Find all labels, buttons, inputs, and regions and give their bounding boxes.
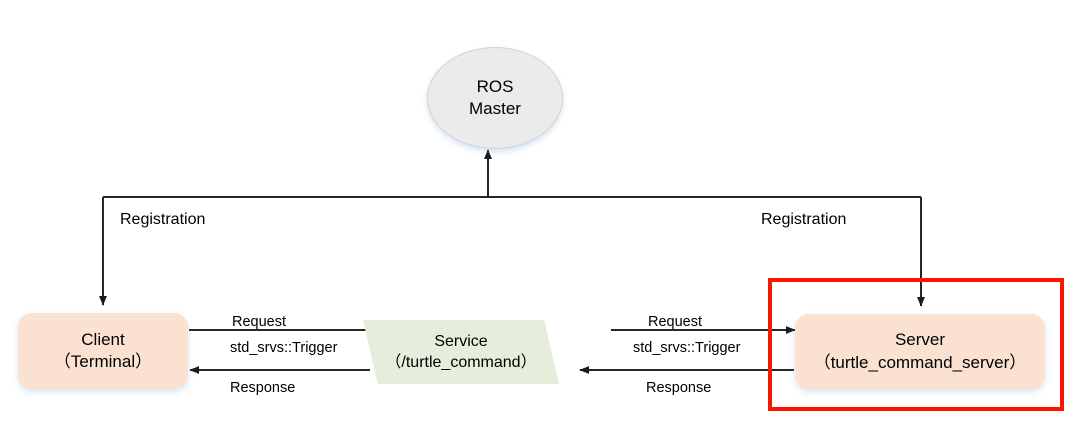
service-text: Service （/turtle_command） bbox=[363, 320, 559, 384]
service-line-1: Service bbox=[434, 332, 488, 350]
service-line-2: （/turtle_command） bbox=[385, 354, 537, 371]
node-service[interactable]: Service （/turtle_command） bbox=[363, 320, 559, 384]
ros-master-line-1: ROS bbox=[476, 76, 514, 96]
label-server-srv-type: std_srvs::Trigger bbox=[633, 340, 741, 356]
label-server-response: Response bbox=[646, 380, 712, 396]
label-client-srv-type: std_srvs::Trigger bbox=[230, 340, 338, 356]
node-ros-master[interactable]: ROS Master bbox=[427, 47, 563, 149]
server-highlight-box bbox=[768, 278, 1064, 411]
label-registration-left: Registration bbox=[120, 211, 206, 228]
node-server[interactable]: Server （turtle_command_server） bbox=[795, 314, 1045, 389]
client-line-1: Client bbox=[81, 329, 125, 349]
client-line-2: （Terminal） bbox=[53, 352, 153, 371]
label-client-request: Request bbox=[232, 314, 287, 330]
label-registration-right: Registration bbox=[761, 211, 847, 228]
server-line-1: Server bbox=[894, 330, 946, 350]
label-client-response: Response bbox=[230, 380, 296, 396]
server-line-2: （turtle_command_server） bbox=[813, 352, 1027, 372]
ros-master-line-2: Master bbox=[469, 99, 521, 118]
label-server-request: Request bbox=[648, 314, 703, 330]
node-client[interactable]: Client （Terminal） bbox=[18, 313, 188, 389]
service-shape bbox=[363, 320, 559, 384]
